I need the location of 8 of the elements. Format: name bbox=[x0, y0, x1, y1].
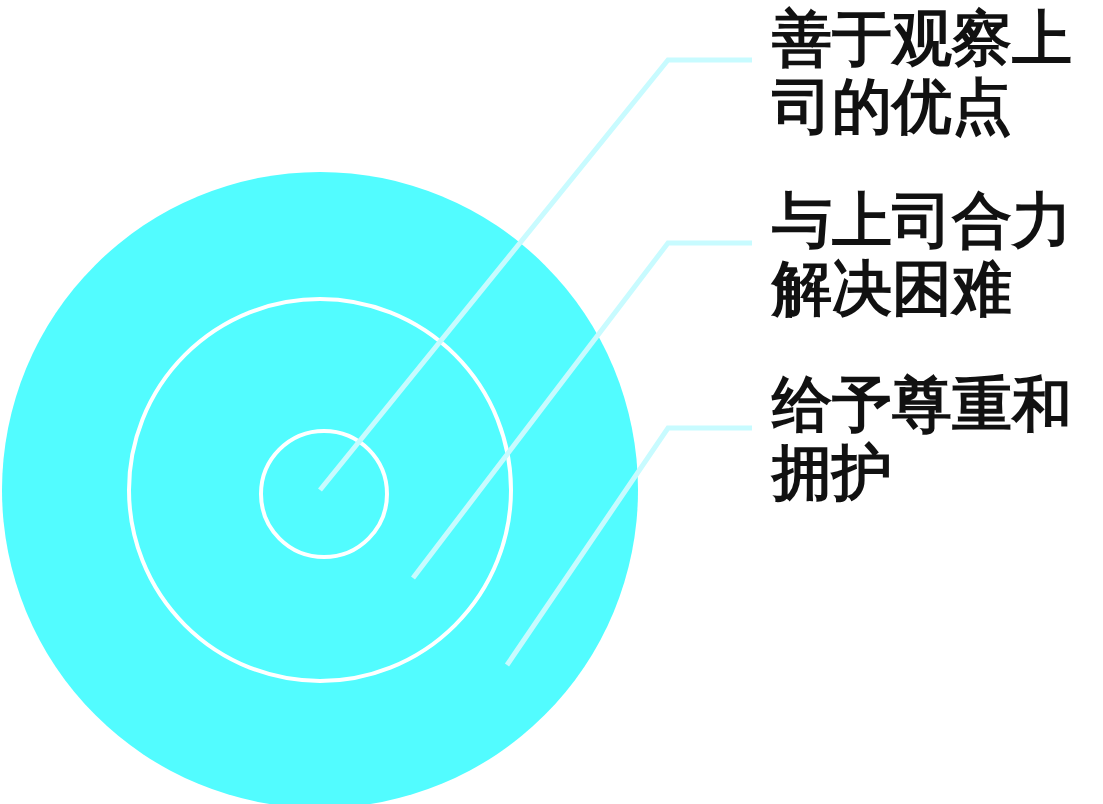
leader-line bbox=[504, 425, 752, 667]
leader-line bbox=[411, 240, 752, 580]
callout-text: 与上司合力解决困难 bbox=[772, 186, 1082, 322]
callout-text: 善于观察上司的优点 bbox=[772, 4, 1082, 140]
ring-outline bbox=[259, 429, 389, 559]
ring-outline bbox=[127, 297, 513, 683]
leader-line bbox=[318, 57, 752, 492]
callout-text: 给予尊重和拥护 bbox=[772, 370, 1082, 506]
